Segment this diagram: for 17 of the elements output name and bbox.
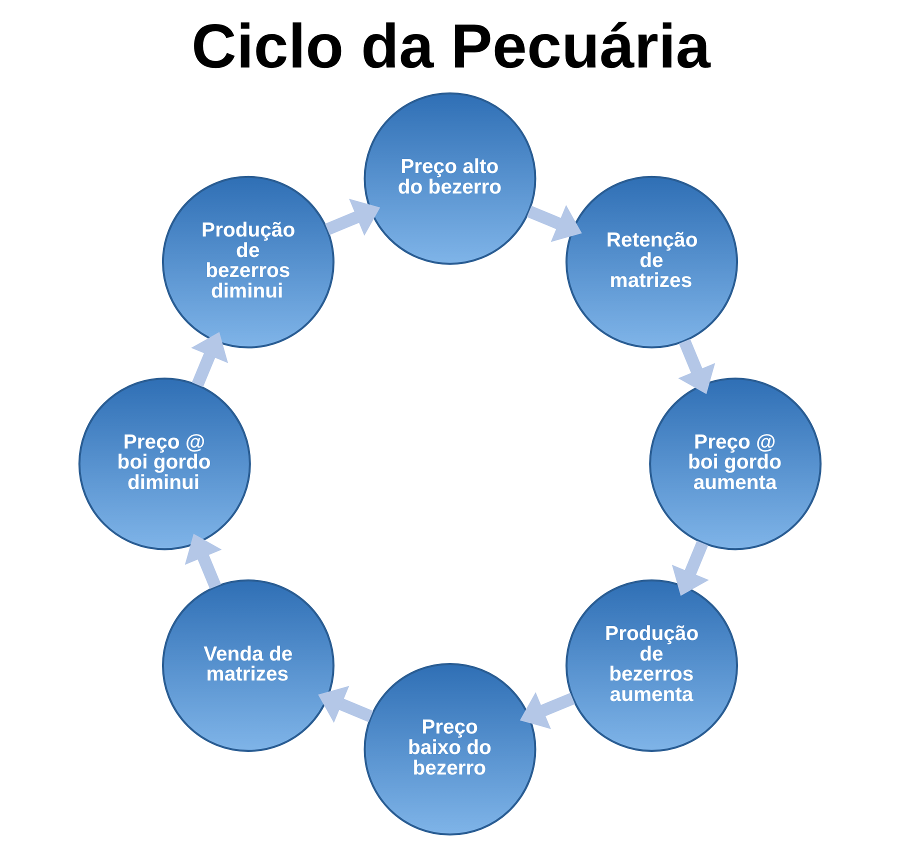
arrow [526, 205, 582, 242]
diagram-title: Ciclo da Pecuária [192, 12, 710, 82]
arrow [672, 540, 709, 596]
arrow [520, 692, 575, 730]
arrow [678, 339, 716, 394]
node-circle: Venda de matrizes [162, 579, 335, 752]
node-circle: Produção de bezerros diminui [162, 176, 335, 348]
arrow [318, 686, 374, 723]
arrow [191, 332, 228, 388]
arrow [325, 198, 380, 236]
node-circle: Preço @ boi gordo aumenta [649, 378, 822, 550]
node-circle: Retenção de matrizes [565, 176, 738, 348]
node-circle: Preço alto do bezerro [364, 92, 536, 265]
node-circle: Preço @ boi gordo diminui [78, 378, 251, 550]
node-circle: Produção de bezerros aumenta [565, 579, 738, 752]
node-circle: Preço baixo do bezerro [364, 662, 536, 836]
arrow [184, 534, 222, 589]
